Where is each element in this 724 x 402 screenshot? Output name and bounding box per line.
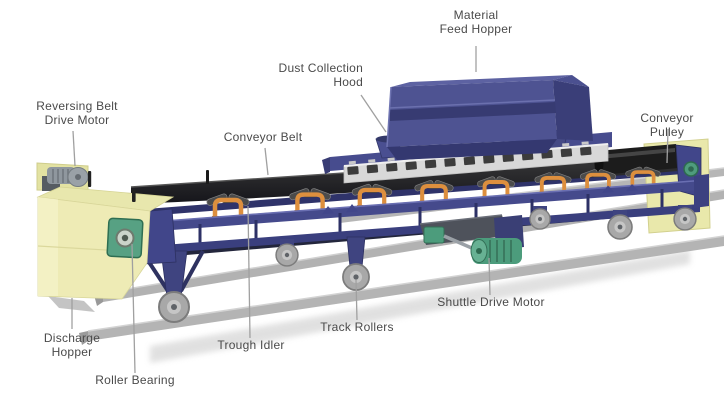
material-feed-hopper-illustration [386,75,593,160]
discharge-hopper-illustration [36,162,177,312]
label-discharge-hopper: Discharge Hopper [43,331,101,359]
label-reversing-belt-drive-motor: Reversing Belt Drive Motor [36,99,118,127]
roller-bearing-illustration [106,217,144,259]
reversing-belt-drive-motor-illustration [42,167,89,191]
label-conveyor-belt: Conveyor Belt [223,130,303,144]
label-roller-bearing: Roller Bearing [95,373,175,387]
label-conveyor-pulley: Conveyor Pulley [640,111,694,139]
label-dust-collection-hood: Dust Collection Hood [278,61,363,89]
label-track-rollers: Track Rollers [320,320,394,334]
leader-lines [71,46,669,374]
label-shuttle-drive-motor: Shuttle Drive Motor [437,295,545,309]
shuttle-drive-motor-illustration [419,214,524,264]
label-trough-idler: Trough Idler [217,338,285,352]
label-material-feed-hopper: Material Feed Hopper [439,8,513,36]
